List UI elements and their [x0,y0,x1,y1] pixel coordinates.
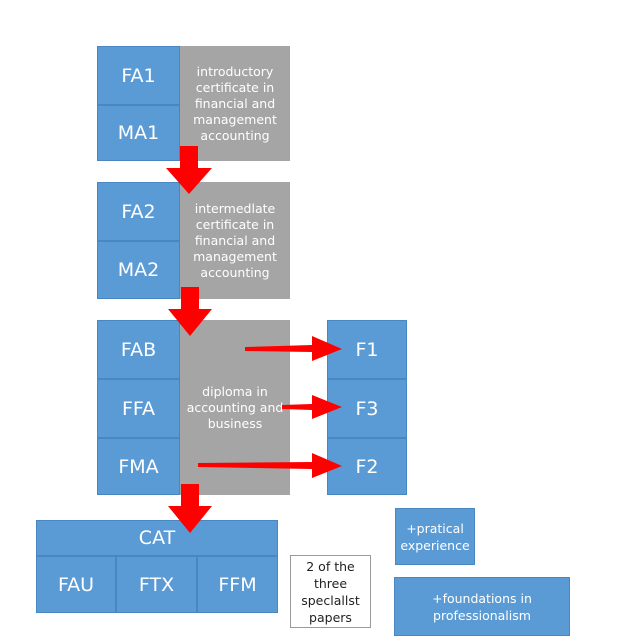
practical-line: experience [400,537,470,553]
foundations-line: professionalism [433,607,531,623]
stage1-code-fa1: FA1 [97,46,180,105]
stage1-line: financial and [194,95,276,111]
specialist-line: three [313,575,348,591]
cat-paper-ffm-label: FFM [218,573,257,596]
stage3-description: diploma in accounting and business [180,320,290,495]
stage3-code-fma-label: FMA [118,455,159,478]
target-f1: F1 [327,320,407,379]
practical-experience: +pratical experience [395,508,475,565]
target-f3: F3 [327,379,407,438]
target-f2: F2 [327,438,407,495]
cat-paper-ftx: FTX [116,556,197,613]
stage3-code-fab-label: FAB [120,338,157,361]
foundations-professionalism: +foundations in professionalism [394,577,570,636]
stage2-line: financial and [194,232,276,248]
target-f3-label: F3 [355,397,379,420]
cat-paper-fau-label: FAU [57,573,95,596]
stage2-description: intermedlate certificate in financial an… [180,182,290,299]
stage2-code-fa2: FA2 [97,182,180,241]
stage3-code-fab: FAB [97,320,180,379]
stage1-description: introductory certificate in financial an… [180,46,290,161]
stage3-line: diploma in [202,383,268,399]
specialist-line: 2 of the [306,558,355,574]
stage1-code-fa1-label: FA1 [121,64,156,87]
target-f2-label: F2 [355,455,379,478]
stage2-code-fa2-label: FA2 [121,200,156,223]
foundations-line: +foundations in [432,590,532,606]
stage1-line: accounting [200,127,270,143]
stage3-code-ffa-label: FFA [121,397,156,420]
practical-line: +pratical [406,520,464,536]
stage1-line: introductory [196,63,274,79]
cat-paper-fau: FAU [36,556,116,613]
stage2-line: intermedlate [194,200,276,216]
specialist-line: papers [309,609,352,625]
cat-header: CAT [36,520,278,556]
stage3-code-ffa: FFA [97,379,180,438]
stage2-code-ma2-label: MA2 [117,259,160,281]
stage2-code-ma2: MA2 [97,241,180,299]
cat-title: CAT [138,527,176,549]
cat-paper-ffm: FFM [197,556,278,613]
stage2-line: accounting [200,264,270,280]
specialist-line: speclallst [301,592,360,608]
stage1-code-ma1: MA1 [97,105,180,161]
stage3-line: accounting and [186,399,284,415]
cat-paper-ftx-label: FTX [138,573,175,596]
stage1-code-ma1-label: MA1 [117,122,160,144]
stage3-line: business [207,415,263,431]
target-f1-label: F1 [355,338,379,361]
stage3-code-fma: FMA [97,438,180,495]
stage2-line: management [193,248,277,264]
specialist-papers-note: 2 of the three speclallst papers [290,555,371,628]
stage1-line: certificate in [195,79,275,95]
stage1-line: management [193,111,277,127]
stage2-line: certificate in [195,216,275,232]
